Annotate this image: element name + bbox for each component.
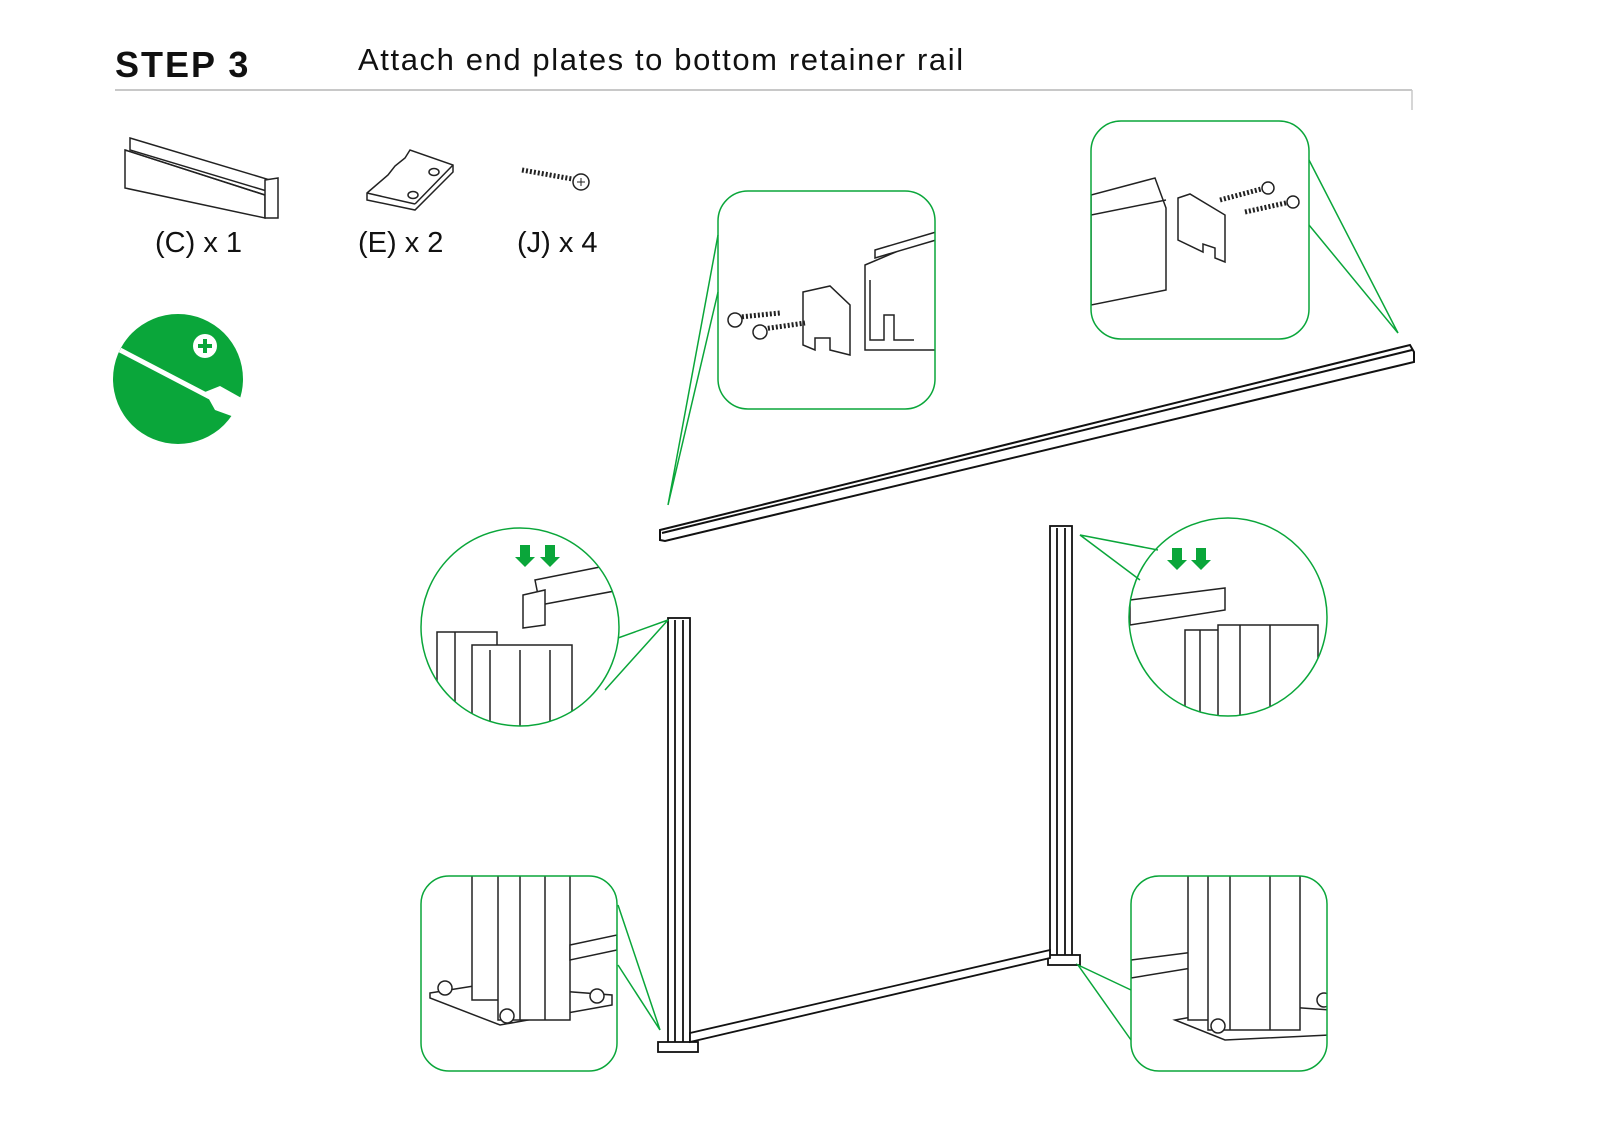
right-post — [1047, 525, 1081, 966]
step-title: Attach end plates to bottom retainer rai… — [358, 42, 965, 77]
header-rule — [115, 89, 1413, 110]
detail-circle-left-post — [420, 527, 669, 727]
down-arrow-icon — [1167, 548, 1211, 570]
phillips-screwdriver-icon — [113, 314, 245, 444]
bottom-retainer-rail — [659, 343, 1415, 543]
detail-callout-left-end-plate — [667, 190, 936, 506]
step-number: STEP 3 — [115, 44, 251, 85]
screw-icon — [521, 167, 590, 191]
part-c-label: (C) x 1 — [155, 227, 242, 259]
detail-callout-left-base — [420, 875, 661, 1072]
detail-callout-right-end-plate — [1090, 120, 1399, 340]
detail-circle-right-post — [1079, 517, 1328, 717]
left-post — [657, 617, 699, 1053]
part-j-label: (J) x 4 — [517, 227, 598, 259]
installed-bottom-rail — [689, 948, 1051, 1044]
end-plate-icon — [366, 149, 454, 211]
down-arrow-icon — [515, 545, 560, 567]
retainer-rail-icon — [124, 136, 279, 219]
detail-callout-right-base — [1075, 875, 1328, 1072]
part-e-label: (E) x 2 — [358, 227, 444, 259]
